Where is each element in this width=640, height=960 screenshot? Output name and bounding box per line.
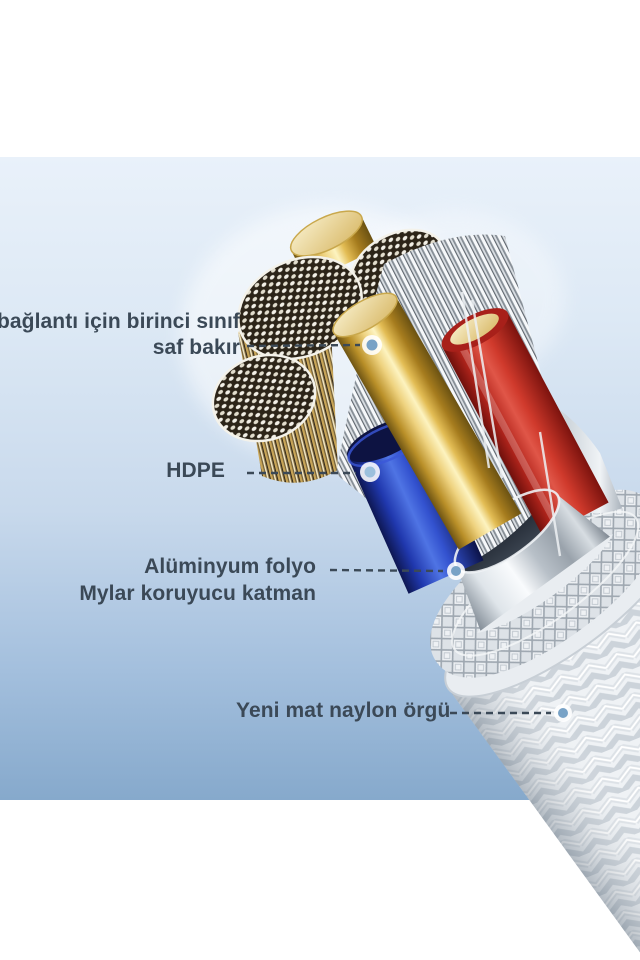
copper-mesh-face-lower (211, 353, 317, 443)
aluminum-foil-cylinder (456, 494, 610, 631)
callout-foil-label: Alüminyum folyo Mylar koruyucu katman (79, 553, 316, 607)
callout-braid-line1: Yeni mat naylon örgü (236, 699, 451, 722)
leader-foil (329, 568, 444, 573)
top-white-band (0, 0, 640, 157)
marker-foil (447, 562, 465, 580)
gold-copper-core (332, 292, 522, 550)
front-loose-strands (460, 291, 562, 557)
blue-wire-body (347, 423, 484, 594)
callout-braid-label: Yeni mat naylon örgü (236, 698, 450, 724)
callout-foil-line2: Mylar koruyucu katman (79, 582, 316, 605)
marker-hdpe (360, 462, 380, 482)
callout-copper-line1: Kararlı bağlantı için birinci sınıf (0, 310, 240, 333)
callout-foil-line1: Alüminyum folyo (144, 555, 316, 578)
gold-core-body (333, 297, 522, 550)
copper-cap-top (289, 210, 363, 257)
callout-hdpe-label: HDPE (166, 458, 225, 484)
callout-copper-line2: saf bakır (152, 336, 240, 359)
callout-copper-label: Kararlı bağlantı için birinci sınıf saf … (0, 309, 240, 361)
marker-braid (554, 704, 572, 722)
red-wire-highlight (457, 342, 560, 527)
leader-copper (246, 343, 361, 348)
marker-dots (360, 335, 572, 722)
copper-mesh-face-main (237, 255, 363, 361)
callout-hdpe-line1: HDPE (166, 459, 225, 482)
red-wire-copper-core (450, 313, 499, 345)
marker-copper (362, 335, 382, 355)
bottom-white-band (0, 800, 640, 960)
leader-lines (246, 343, 551, 715)
nylon-braid-shading (448, 524, 640, 960)
gold-core-cap (332, 292, 398, 338)
